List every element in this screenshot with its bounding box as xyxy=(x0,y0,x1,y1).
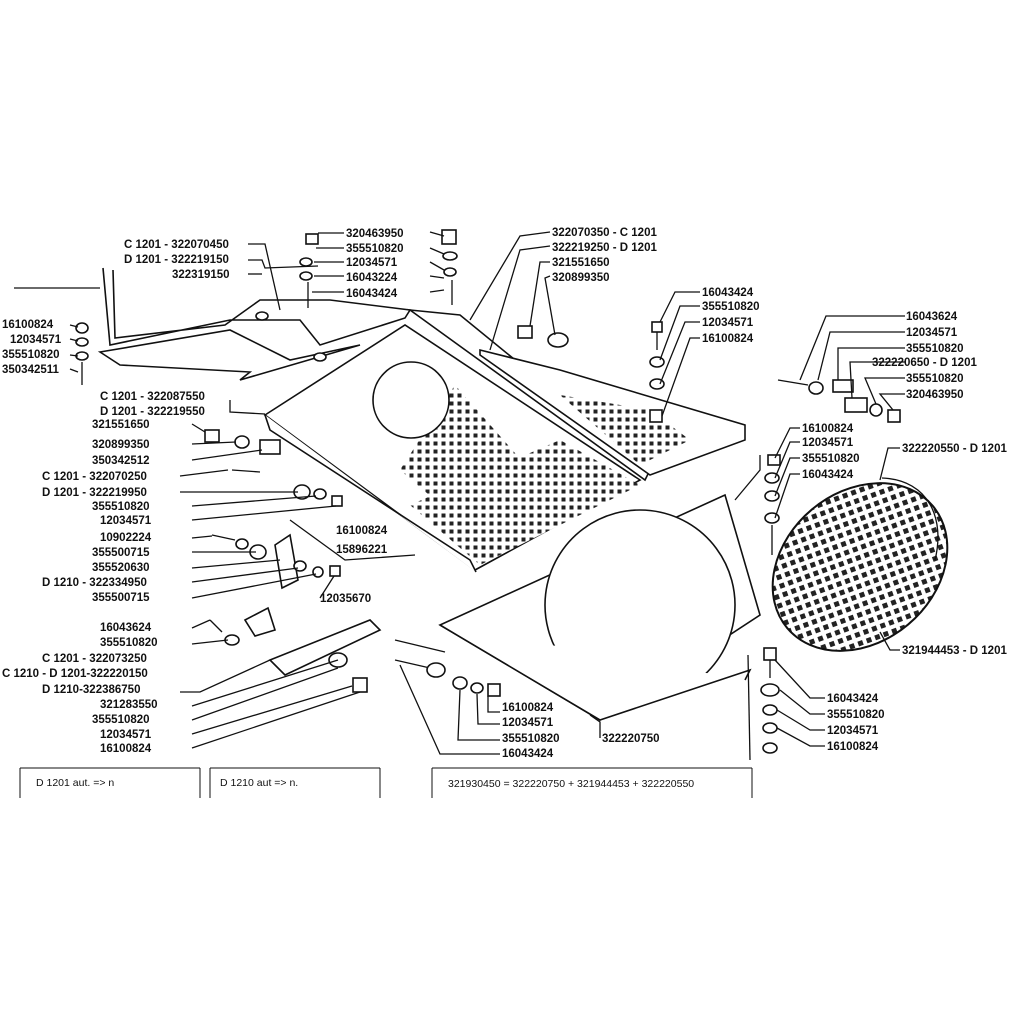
part-labels: 320463950 355510820 12034571 16043224 16… xyxy=(2,227,1007,760)
part-label: 355510820 xyxy=(802,453,860,465)
part-label: 355510820 xyxy=(100,637,158,649)
main-screen-panel xyxy=(263,324,642,573)
part-label: D 1210 - 322334950 xyxy=(42,577,147,589)
part-label: D 1210-322386750 xyxy=(42,684,140,696)
part-label: 355510820 xyxy=(92,714,150,726)
part-label: 12034571 xyxy=(100,515,152,527)
part-label: 12034571 xyxy=(702,317,754,329)
part-label: C 1201 - 322070450 xyxy=(124,239,229,251)
part-label: 350342511 xyxy=(2,364,60,376)
footer-notes: D 1201 aut. => n D 1210 aut => n. 321930… xyxy=(19,767,753,798)
part-label: 355510820 xyxy=(906,373,964,385)
part-label: 350342512 xyxy=(92,455,150,467)
part-label: 355510820 xyxy=(906,343,964,355)
part-label: 16043424 xyxy=(502,748,554,760)
part-label: 322220650 - D 1201 xyxy=(872,357,977,369)
part-label: 320463950 xyxy=(346,228,404,240)
part-label: 15896221 xyxy=(336,544,388,556)
oval-screen xyxy=(771,477,949,652)
part-label: 16100824 xyxy=(702,333,754,345)
part-label: 355510820 xyxy=(2,349,60,361)
part-label: C 1201 - 322070250 xyxy=(42,471,147,483)
part-label: 321551650 xyxy=(552,257,610,269)
part-label: 355510820 xyxy=(827,709,885,721)
note-d1210: D 1210 aut => n. xyxy=(220,777,298,789)
note-assembly-equation: 321930450 = 322220750 + 321944453 + 3222… xyxy=(448,778,694,790)
part-label: 12034571 xyxy=(346,257,398,269)
part-label: 355500715 xyxy=(92,592,150,604)
part-label: C 1201 - 322087550 xyxy=(100,391,205,403)
part-label: 12034571 xyxy=(906,327,958,339)
part-label: 12034571 xyxy=(827,725,879,737)
part-label: 16043424 xyxy=(827,693,879,705)
part-label: 12035670 xyxy=(320,593,371,605)
part-label: 12034571 xyxy=(100,729,152,741)
part-label: 322220550 - D 1201 xyxy=(902,443,1007,455)
part-label: D 1201 - 322219550 xyxy=(100,406,205,418)
part-label: C 1201 - 322073250 xyxy=(42,653,147,665)
part-label: 321283550 xyxy=(100,699,158,711)
part-label: 16100824 xyxy=(336,525,388,537)
part-label: 12034571 xyxy=(502,717,554,729)
small-hardware xyxy=(75,229,901,754)
part-label: 12034571 xyxy=(802,437,854,449)
part-label: 16043424 xyxy=(346,288,398,300)
part-label: 16100824 xyxy=(802,423,854,435)
part-label: 320463950 xyxy=(906,389,964,401)
right-upper-rail xyxy=(407,308,746,482)
part-label: C 1210 - D 1201-322220150 xyxy=(2,668,148,680)
part-label: 16043224 xyxy=(346,272,398,284)
part-label: 355500715 xyxy=(92,547,150,559)
part-label: 322220750 xyxy=(602,733,660,745)
part-label: 16100824 xyxy=(100,743,152,755)
part-label: 16100824 xyxy=(2,319,54,331)
part-label: 321944453 - D 1201 xyxy=(902,645,1007,657)
part-label: 10902224 xyxy=(100,532,152,544)
part-label: 12034571 xyxy=(10,334,62,346)
part-label: 16043424 xyxy=(702,287,754,299)
part-label: D 1201 - 322219150 xyxy=(124,254,229,266)
part-label: 355510820 xyxy=(502,733,560,745)
part-label: 16043624 xyxy=(100,622,152,634)
part-label: 320899350 xyxy=(552,272,610,284)
part-label: 355510820 xyxy=(702,301,760,313)
part-label: D 1201 - 322219950 xyxy=(42,487,147,499)
part-label: 355520630 xyxy=(92,562,150,574)
part-label: 355510820 xyxy=(92,501,150,513)
note-d1201: D 1201 aut. => n xyxy=(36,777,114,789)
part-label: 322219250 - D 1201 xyxy=(552,242,657,254)
part-label: 322070350 - C 1201 xyxy=(552,227,657,239)
part-label: 321551650 xyxy=(92,419,150,431)
lower-cowling-frame xyxy=(438,493,761,721)
left-upper-bracket xyxy=(97,267,412,381)
part-label: 16043424 xyxy=(802,469,854,481)
part-label: 16100824 xyxy=(502,702,554,714)
part-label: 322319150 xyxy=(172,269,230,281)
part-label: 320899350 xyxy=(92,439,150,451)
part-label: 16100824 xyxy=(827,741,879,753)
part-label: 16043624 xyxy=(906,311,958,323)
part-label: 355510820 xyxy=(346,243,404,255)
leader-lines xyxy=(14,231,905,761)
